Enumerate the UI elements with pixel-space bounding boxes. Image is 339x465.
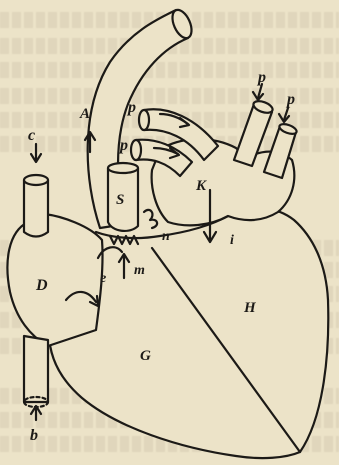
pulmonary-vein-left-upper-opening <box>139 110 149 130</box>
label-aorta: A <box>79 106 90 122</box>
label-valve-n: n <box>162 229 170 244</box>
label-vena-cava-inferior: b <box>30 427 38 444</box>
vena-cava-superior-opening <box>24 175 48 185</box>
label-right-ventricle: G <box>140 348 151 364</box>
arrow-vena-cava-inferior <box>31 406 41 420</box>
arrow-vena-cava-superior <box>31 144 41 162</box>
label-valve-i: i <box>230 233 234 248</box>
label-left-atrium: K <box>195 178 207 194</box>
label-valve-m: m <box>134 263 145 278</box>
arrow-vein-right-1 <box>253 84 263 100</box>
label-pulmonary-left-2: p <box>118 137 128 154</box>
label-valve-e: e <box>100 271 106 286</box>
label-left-ventricle: H <box>243 300 257 316</box>
label-vena-cava-superior: c <box>28 127 35 144</box>
label-pulmonary-left-1: p <box>126 99 136 116</box>
pulmonary-vein-left-lower-opening <box>131 140 141 160</box>
label-pulmonary-artery: S <box>116 192 124 208</box>
vena-cava-inferior-tube <box>24 336 48 402</box>
arrow-vein-right-2 <box>279 108 289 122</box>
valve-zigzag-n <box>144 210 157 228</box>
label-right-atrium: D <box>35 277 48 294</box>
vena-cava-superior-tube <box>24 180 48 237</box>
label-pulmonary-right-1: p <box>256 69 266 86</box>
label-pulmonary-right-2: p <box>285 91 295 108</box>
right-atrium-outline <box>7 214 102 346</box>
pulmonary-artery-opening <box>108 163 138 173</box>
